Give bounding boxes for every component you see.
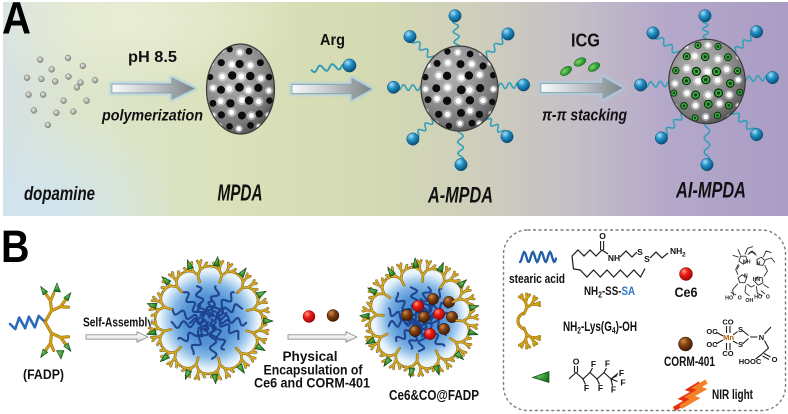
svg-text:O: O	[766, 294, 770, 300]
svg-text:B: B	[1, 221, 30, 272]
svg-text:F: F	[619, 368, 624, 378]
svg-text:O: O	[738, 295, 742, 301]
svg-text:MPDA: MPDA	[218, 180, 263, 206]
svg-text:O: O	[772, 355, 778, 364]
svg-text:O: O	[599, 231, 606, 241]
svg-text:HOOC: HOOC	[739, 357, 762, 366]
svg-text:NH2-SS-SA: NH2-SS-SA	[584, 284, 635, 300]
svg-text:S: S	[637, 247, 643, 257]
svg-text:Mn: Mn	[723, 333, 734, 342]
svg-text:NH2-Lys(G4)-OH: NH2-Lys(G4)-OH	[563, 319, 637, 336]
svg-text:F: F	[584, 383, 589, 393]
svg-text:NIR light: NIR light	[712, 387, 753, 402]
svg-text:2: 2	[682, 252, 686, 259]
svg-text:CO: CO	[722, 318, 733, 327]
svg-text:A-MPDA: A-MPDA	[427, 183, 493, 208]
svg-text:CORM-401: CORM-401	[664, 354, 715, 369]
svg-text:OC: OC	[706, 327, 718, 336]
svg-text:pH 8.5: pH 8.5	[128, 49, 177, 66]
svg-text:ICG: ICG	[571, 31, 600, 51]
svg-text:Arg: Arg	[320, 32, 345, 49]
svg-text:NH: NH	[743, 259, 751, 265]
svg-text:Physical: Physical	[283, 349, 338, 364]
svg-text:(FADP): (FADP)	[23, 367, 64, 382]
svg-text:Encapsulation of: Encapsulation of	[264, 363, 363, 378]
svg-text:HN: HN	[753, 277, 761, 283]
svg-text:N: N	[756, 261, 760, 267]
svg-text:O: O	[573, 357, 580, 367]
svg-text:dopamine: dopamine	[24, 184, 95, 205]
svg-text:Ce6: Ce6	[675, 284, 698, 300]
svg-text:N: N	[759, 333, 764, 342]
svg-text:S: S	[738, 325, 743, 334]
svg-text:HO: HO	[754, 294, 762, 300]
svg-text:Self-Assembly: Self-Assembly	[83, 315, 154, 330]
svg-text:OH: OH	[745, 298, 753, 304]
svg-text:CO: CO	[722, 349, 733, 358]
svg-text:A: A	[2, 0, 31, 44]
svg-text:NH: NH	[608, 253, 620, 263]
svg-text:Ce6 and CORM-401: Ce6 and CORM-401	[254, 376, 370, 391]
svg-text:OC: OC	[706, 340, 718, 349]
svg-text:F: F	[611, 385, 616, 395]
svg-text:AI-MPDA: AI-MPDA	[675, 178, 746, 203]
svg-text:F: F	[620, 378, 625, 388]
svg-text:HO: HO	[725, 295, 733, 301]
svg-text:NH: NH	[670, 246, 682, 256]
svg-text:π-π stacking: π-π stacking	[542, 107, 627, 125]
svg-text:polymerization: polymerization	[101, 108, 203, 125]
svg-text:Ce6&CO@FADP: Ce6&CO@FADP	[389, 388, 479, 404]
svg-text:F: F	[598, 383, 603, 393]
svg-text:N: N	[744, 273, 748, 279]
svg-text:S: S	[644, 254, 650, 264]
svg-text:S: S	[738, 340, 743, 349]
svg-text:F: F	[591, 359, 596, 369]
svg-text:stearic acid: stearic acid	[509, 271, 565, 286]
svg-text:F: F	[605, 359, 610, 369]
